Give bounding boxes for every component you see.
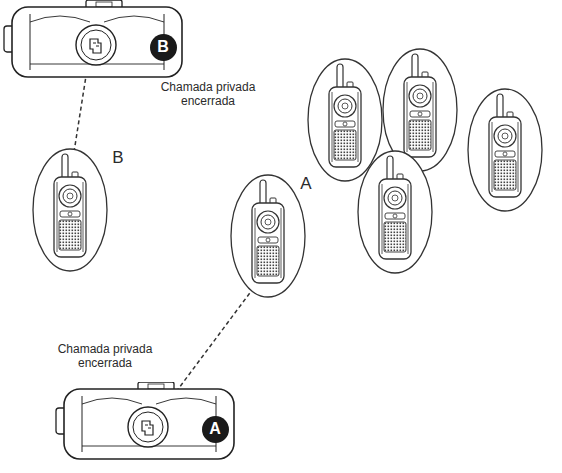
status-message: Chamada privada encerrada bbox=[153, 80, 263, 109]
badge-letter: A bbox=[209, 421, 221, 437]
badge-circle: B bbox=[150, 34, 177, 61]
status-message: Chamada privada encerrada bbox=[50, 342, 160, 371]
radio-letter: A bbox=[296, 174, 316, 194]
radio-letter: B bbox=[108, 148, 128, 168]
badge-letter: B bbox=[157, 39, 169, 55]
badge-circle: A bbox=[202, 416, 229, 443]
